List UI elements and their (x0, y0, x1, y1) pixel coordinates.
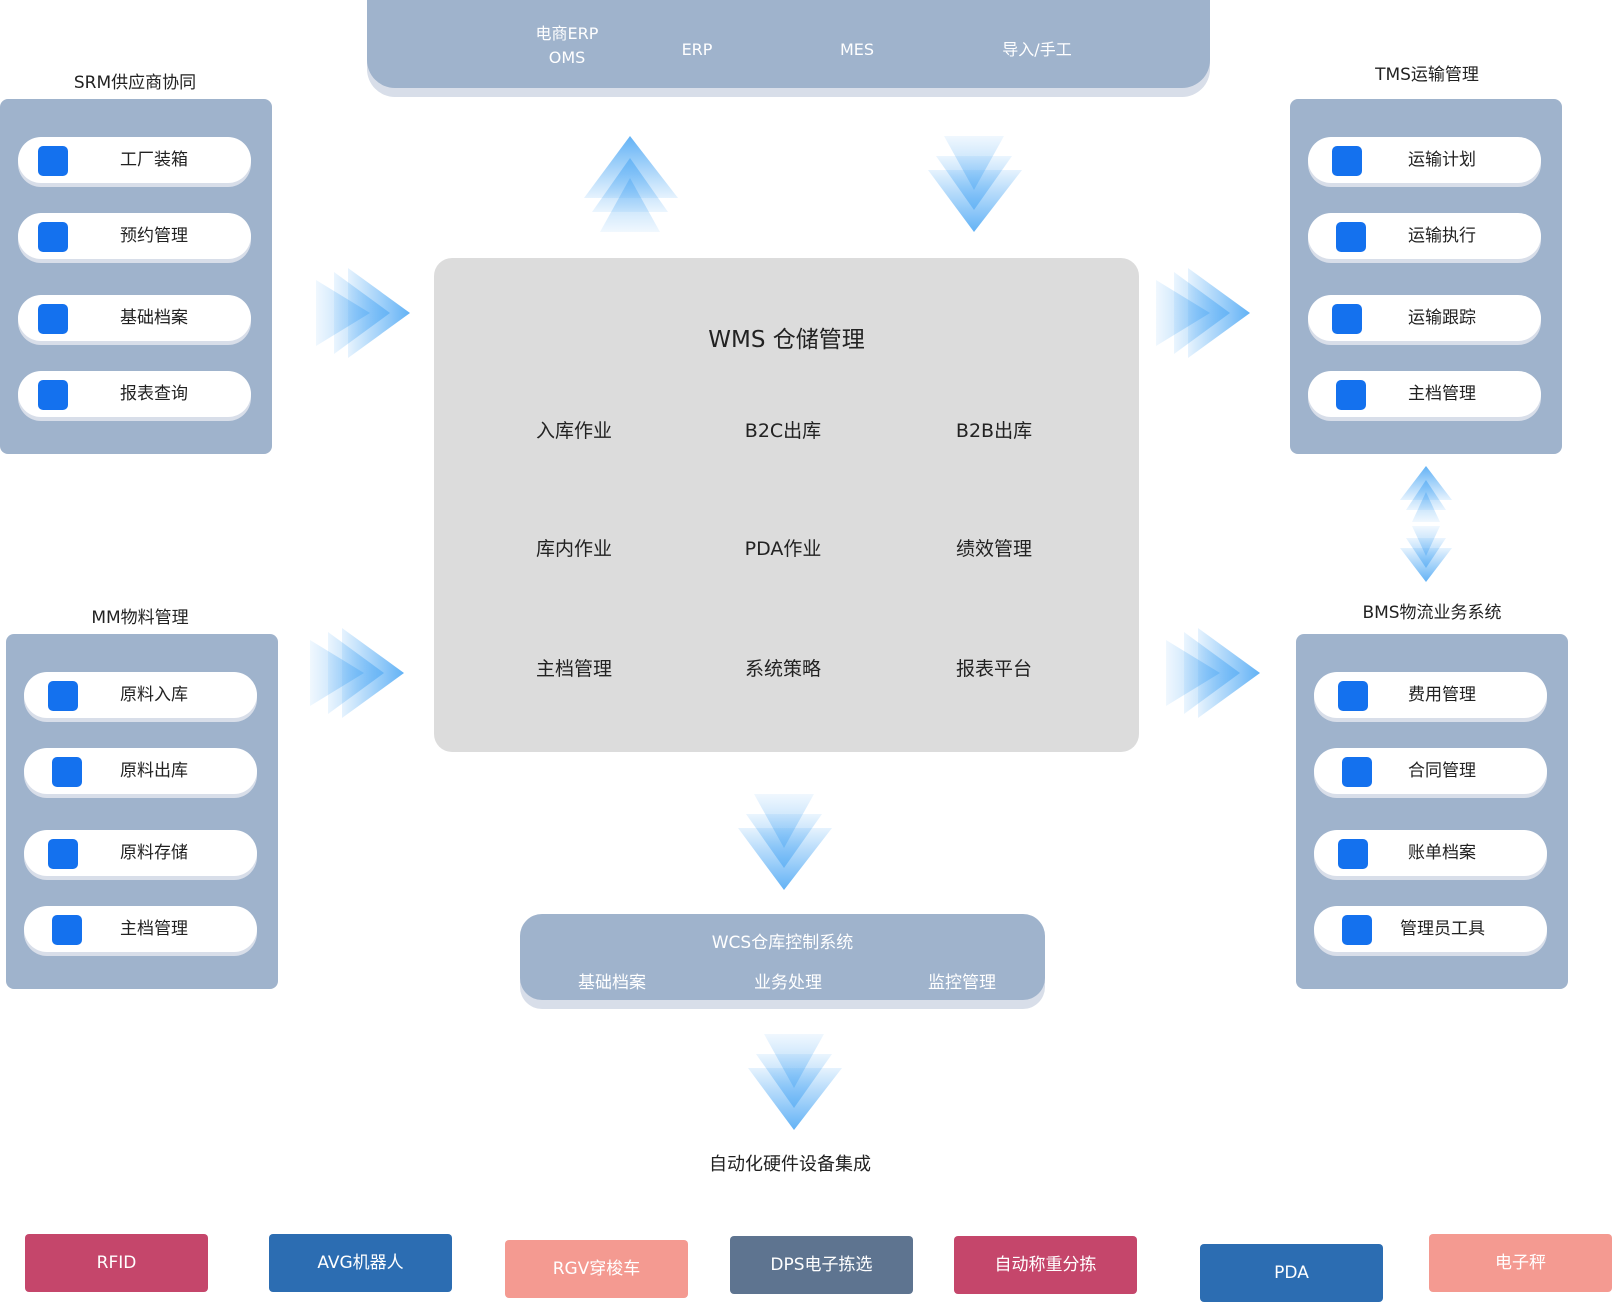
right-arrow-icon (316, 268, 410, 358)
hardware-rgv-shuttle[interactable]: RGV穿梭车 (505, 1240, 688, 1298)
bms-item[interactable]: 费用管理 (1314, 672, 1547, 718)
module-square-icon (1332, 304, 1362, 334)
bms-item-label: 账单档案 (1408, 843, 1476, 863)
down-arrow-icon (1400, 526, 1452, 582)
bms-item-label: 管理员工具 (1400, 919, 1485, 939)
upstream-import-manual-label: 导入/手工 (1002, 40, 1072, 59)
hardware-dps-picking[interactable]: DPS电子拣选 (730, 1236, 913, 1294)
hardware-rfid[interactable]: RFID (25, 1234, 208, 1292)
wms-module[interactable]: 入库作业 (535, 420, 612, 442)
wms-module[interactable]: 系统策略 (744, 658, 821, 680)
hardware-auto-weighing-sorting[interactable]: 自动称重分拣 (954, 1236, 1137, 1294)
hardware-agv-robot[interactable]: AVG机器人 (269, 1234, 452, 1292)
module-square-icon (52, 915, 82, 945)
mm-item[interactable]: 原料出库 (24, 748, 257, 794)
mm-item[interactable]: 原料入库 (24, 672, 257, 718)
tms-item-label: 运输跟踪 (1408, 308, 1476, 328)
wms-module[interactable]: B2C出库 (744, 420, 822, 442)
srm-item[interactable]: 工厂装箱 (18, 137, 251, 183)
srm-item-label: 基础档案 (120, 308, 188, 328)
hardware-pda[interactable]: PDA (1200, 1244, 1383, 1302)
tms-item[interactable]: 运输跟踪 (1308, 295, 1541, 341)
mm-item[interactable]: 原料存储 (24, 830, 257, 876)
upstream-oms-label: OMS (548, 48, 586, 67)
module-square-icon (1342, 915, 1372, 945)
module-square-icon (52, 757, 82, 787)
bms-title: BMS物流业务系统 (1362, 603, 1502, 623)
mm-panel: 原料入库 原料出库 原料存储 主档管理 (6, 634, 278, 989)
module-square-icon (1336, 222, 1366, 252)
srm-title: SRM供应商协同 (73, 73, 197, 93)
hardware-title: 自动化硬件设备集成 (709, 1154, 871, 1175)
tms-title: TMS运输管理 (1375, 65, 1479, 85)
tms-item-label: 运输计划 (1408, 150, 1476, 170)
wms-module[interactable]: PDA作业 (744, 538, 822, 560)
upstream-systems-bar: 电商ERP OMS ERP MES 导入/手工 (367, 0, 1210, 88)
wms-module[interactable]: 主档管理 (535, 658, 612, 680)
tms-item[interactable]: 运输计划 (1308, 137, 1541, 183)
right-arrow-icon (1166, 628, 1260, 718)
srm-item-label: 工厂装箱 (120, 150, 188, 170)
upstream-ecommerce-erp-oms: 电商ERP OMS (507, 22, 627, 70)
bms-item-label: 费用管理 (1408, 685, 1476, 705)
mm-item-label: 原料入库 (120, 685, 188, 705)
wcs-item[interactable]: 业务处理 (754, 973, 822, 993)
srm-panel: 工厂装箱 预约管理 基础档案 报表查询 (0, 99, 272, 454)
tms-item[interactable]: 运输执行 (1308, 213, 1541, 259)
module-square-icon (48, 681, 78, 711)
wms-title: WMS 仓储管理 (708, 327, 865, 353)
up-arrow-icon (584, 136, 678, 232)
module-square-icon (1338, 839, 1368, 869)
wcs-panel: WCS仓库控制系统 基础档案 业务处理 监控管理 (520, 914, 1045, 1000)
bms-item[interactable]: 管理员工具 (1314, 906, 1547, 952)
module-square-icon (38, 146, 68, 176)
tms-panel: 运输计划 运输执行 运输跟踪 主档管理 (1290, 99, 1562, 454)
up-arrow-icon (1400, 466, 1452, 522)
module-square-icon (1336, 380, 1366, 410)
upstream-ecommerce-erp-label: 电商ERP (535, 24, 599, 43)
module-square-icon (38, 380, 68, 410)
srm-item-label: 预约管理 (120, 226, 188, 246)
srm-item[interactable]: 报表查询 (18, 371, 251, 417)
mm-title: MM物料管理 (91, 608, 189, 628)
srm-item-label: 报表查询 (120, 384, 188, 404)
module-square-icon (38, 222, 68, 252)
down-arrow-icon (928, 136, 1022, 232)
wcs-item[interactable]: 监控管理 (928, 973, 996, 993)
module-square-icon (1342, 757, 1372, 787)
module-square-icon (48, 839, 78, 869)
tms-item[interactable]: 主档管理 (1308, 371, 1541, 417)
right-arrow-icon (1156, 268, 1250, 358)
down-arrow-icon (748, 1034, 842, 1130)
wms-module[interactable]: 库内作业 (535, 538, 612, 560)
hardware-electronic-scale[interactable]: 电子秤 (1429, 1234, 1612, 1292)
wms-core-panel: WMS 仓储管理 入库作业 B2C出库 B2B出库 库内作业 PDA作业 绩效管… (434, 258, 1139, 752)
module-square-icon (38, 304, 68, 334)
bms-panel: 费用管理 合同管理 账单档案 管理员工具 (1296, 634, 1568, 989)
module-square-icon (1338, 681, 1368, 711)
upstream-mes-label: MES (839, 40, 875, 59)
srm-item[interactable]: 预约管理 (18, 213, 251, 259)
bms-item-label: 合同管理 (1408, 761, 1476, 781)
mm-item-label: 主档管理 (120, 919, 188, 939)
right-arrow-icon (310, 628, 404, 718)
bms-item[interactable]: 账单档案 (1314, 830, 1547, 876)
down-arrow-icon (738, 794, 832, 890)
srm-item[interactable]: 基础档案 (18, 295, 251, 341)
mm-item-label: 原料存储 (120, 843, 188, 863)
tms-item-label: 主档管理 (1408, 384, 1476, 404)
upstream-erp-label: ERP (681, 40, 713, 59)
wcs-item[interactable]: 基础档案 (578, 973, 646, 993)
wcs-title: WCS仓库控制系统 (711, 933, 854, 953)
wms-module[interactable]: B2B出库 (955, 420, 1033, 442)
mm-item-label: 原料出库 (120, 761, 188, 781)
module-square-icon (1332, 146, 1362, 176)
wms-module[interactable]: 绩效管理 (955, 538, 1032, 560)
mm-item[interactable]: 主档管理 (24, 906, 257, 952)
tms-item-label: 运输执行 (1408, 226, 1476, 246)
wms-module[interactable]: 报表平台 (955, 658, 1032, 680)
bms-item[interactable]: 合同管理 (1314, 748, 1547, 794)
